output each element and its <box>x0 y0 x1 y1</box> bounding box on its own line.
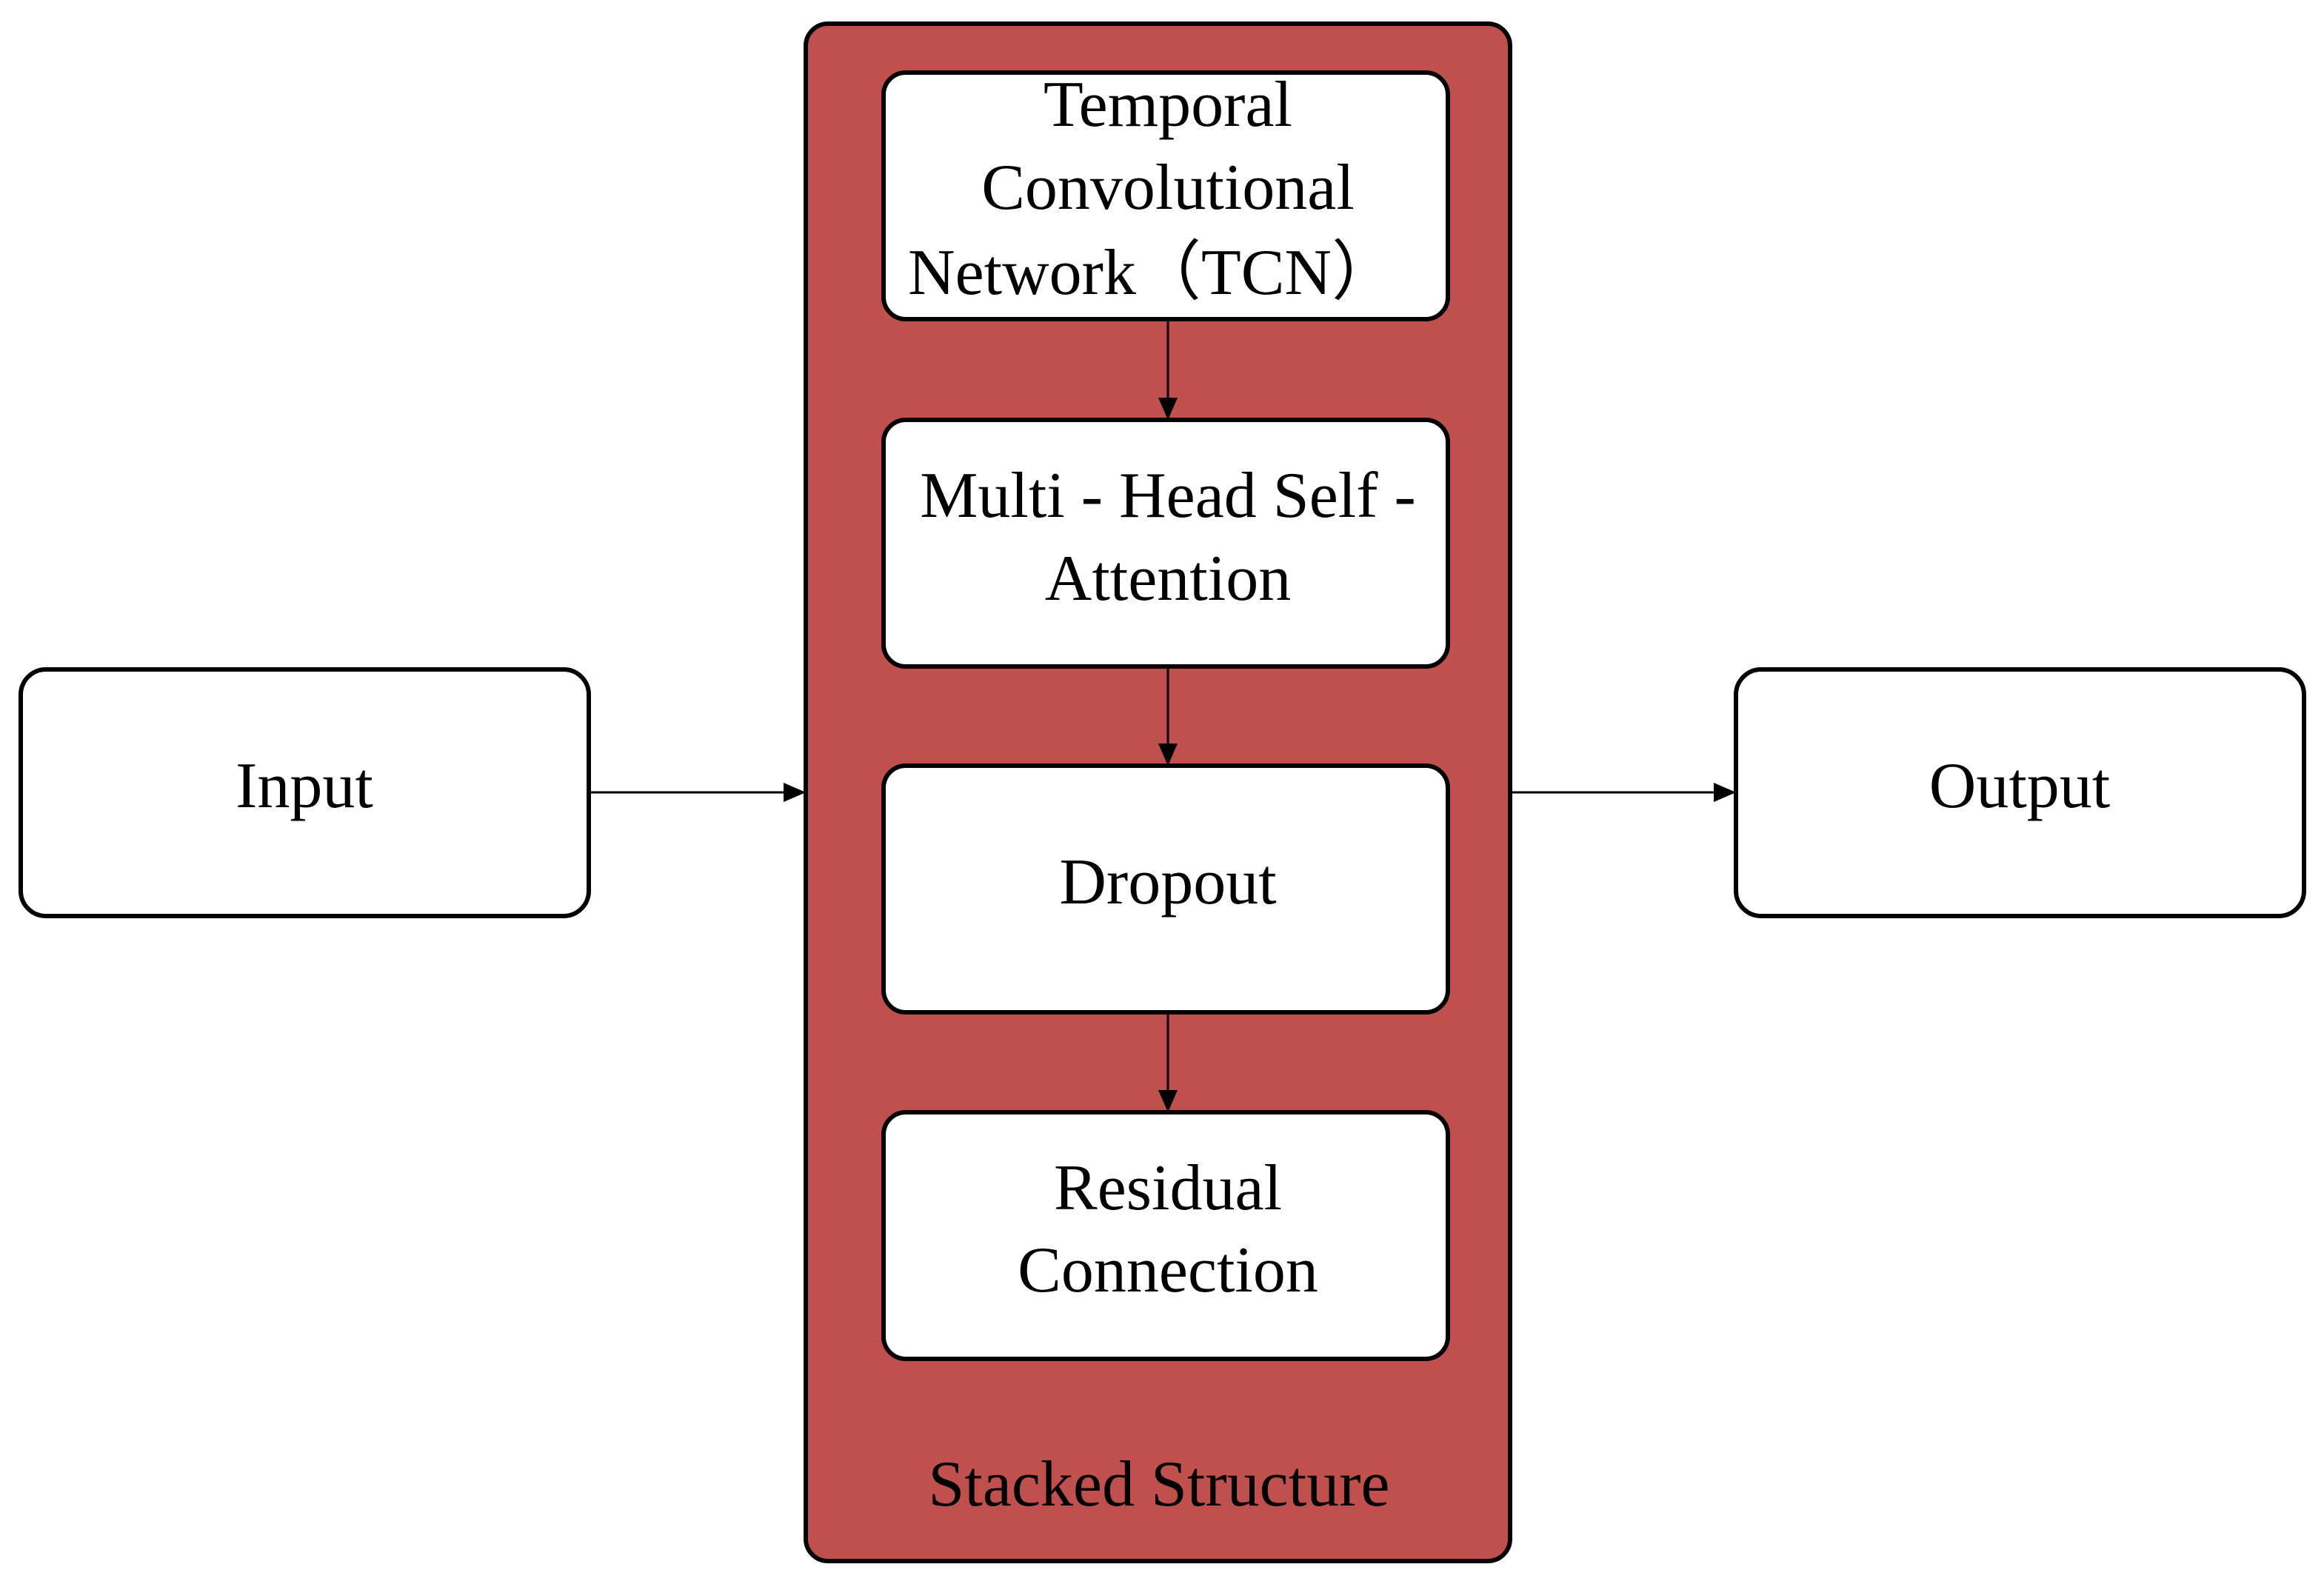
dropout-label: Dropout <box>1059 846 1276 918</box>
tcn-block: Temporal Convolutional Network（TCN） <box>881 69 1450 321</box>
input-label: Input <box>236 750 373 822</box>
attention-label-line-2: Attention <box>1045 543 1291 615</box>
tcn-label-line-3: Network（TCN） <box>908 237 1397 309</box>
tcn-label-line-1: Temporal <box>1044 69 1292 141</box>
residual-block: Residual Connection <box>881 1110 1450 1361</box>
arrow-input-to-stack <box>589 783 806 802</box>
output-node: Output <box>1734 667 2306 918</box>
dropout-block: Dropout <box>881 763 1450 1015</box>
residual-label-line-1: Residual <box>1054 1152 1282 1224</box>
arrow-stack-to-output <box>1510 783 1736 802</box>
attention-label-line-1: Multi - Head Self - <box>920 460 1416 532</box>
arrow-attention-to-dropout <box>1158 666 1178 766</box>
input-node: Input <box>19 667 591 918</box>
output-label: Output <box>1929 750 2110 822</box>
arrow-tcn-to-attention <box>1158 319 1178 420</box>
stacked-structure-label: Stacked Structure <box>928 1448 1389 1520</box>
residual-label-line-2: Connection <box>1018 1234 1318 1306</box>
arrow-dropout-to-residual <box>1158 1012 1178 1112</box>
attention-block: Multi - Head Self - Attention <box>881 418 1450 669</box>
tcn-label-line-2: Convolutional <box>981 152 1355 224</box>
